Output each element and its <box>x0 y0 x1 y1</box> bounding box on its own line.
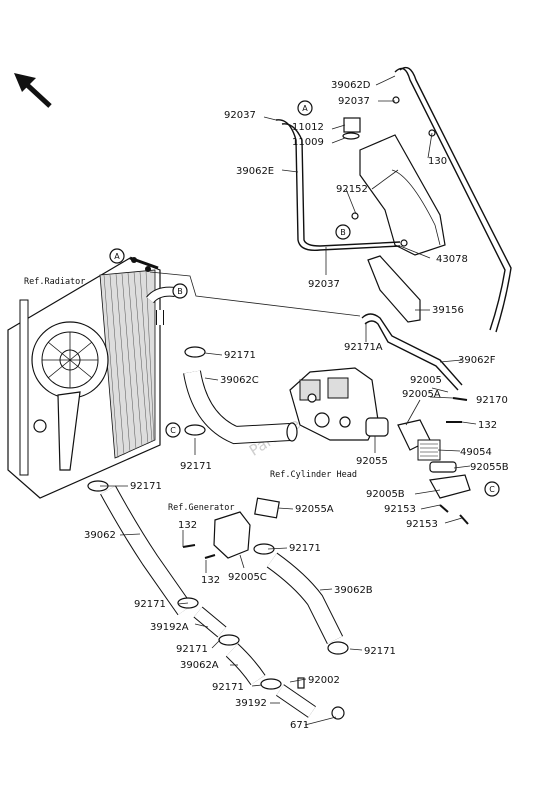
label-92037-c: 92037 <box>308 279 340 290</box>
label-49054: 49054 <box>460 447 492 458</box>
ref-generator-label: Ref.Generator <box>168 503 235 513</box>
label-671: 671 <box>290 720 309 731</box>
label-39156: 39156 <box>432 305 464 316</box>
label-43078: 43078 <box>436 254 468 265</box>
label-92171-a: 92171 <box>224 350 256 361</box>
label-130: 130 <box>428 156 447 167</box>
label-39062E: 39062E <box>236 166 274 177</box>
label-39062C: 39062C <box>220 375 259 386</box>
circle-ref-a-radiator: A <box>109 248 125 264</box>
generator-fitting <box>213 511 251 559</box>
label-92005C: 92005C <box>228 572 267 583</box>
label-11009: 11009 <box>292 137 324 148</box>
label-39062D: 39062D <box>331 80 371 91</box>
label-132-b: 132 <box>178 520 197 531</box>
circle-ref-c-left: C <box>165 422 181 438</box>
radiator <box>7 256 161 499</box>
svg-text:A: A <box>114 252 120 261</box>
label-92171-c: 92171 <box>130 481 162 492</box>
bracket <box>367 255 421 323</box>
part-labels: 39062D 92037 92037 11012 11009 130 39062… <box>84 80 509 731</box>
gasket <box>365 417 389 437</box>
label-92171-d: 92171 <box>289 543 321 554</box>
ref-radiator-label: Ref.Radiator <box>24 277 85 287</box>
label-92171-h: 92171 <box>212 682 244 693</box>
svg-text:B: B <box>340 228 346 237</box>
label-92171-f: 92171 <box>176 644 208 655</box>
ref-labels: Ref.Radiator Ref.Cylinder Head Ref.Gener… <box>24 277 357 513</box>
label-92037-b: 92037 <box>338 96 370 107</box>
label-92055A: 92055A <box>295 504 334 515</box>
circle-ref-c-right: C <box>484 481 500 497</box>
reservoir-tank <box>342 117 446 256</box>
label-92152: 92152 <box>336 184 368 195</box>
label-92171-e: 92171 <box>134 599 166 610</box>
label-11012: 11012 <box>292 122 324 133</box>
label-92171-b: 92171 <box>180 461 212 472</box>
label-39062F: 39062F <box>458 355 496 366</box>
svg-text:B: B <box>177 287 183 296</box>
label-132-c: 132 <box>201 575 220 586</box>
cylinder-head <box>289 367 379 441</box>
label-92037-a: 92037 <box>224 110 256 121</box>
label-92005A: 92005A <box>402 389 441 400</box>
label-92005: 92005 <box>410 375 442 386</box>
ref-cylinder-head-label: Ref.Cylinder Head <box>270 470 357 480</box>
svg-text:A: A <box>302 104 308 113</box>
svg-text:C: C <box>170 426 176 435</box>
label-39062B: 39062B <box>334 585 373 596</box>
circle-ref-b-radiator: B <box>172 283 188 299</box>
label-132-a: 132 <box>478 420 497 431</box>
label-39192A: 39192A <box>150 622 189 633</box>
label-92153-a: 92153 <box>384 504 416 515</box>
svg-text:C: C <box>489 485 495 494</box>
label-39062: 39062 <box>84 530 116 541</box>
label-39062A: 39062A <box>180 660 219 671</box>
label-92170: 92170 <box>476 395 508 406</box>
cap-icon <box>343 117 361 133</box>
bolts <box>182 96 469 559</box>
label-92153-b: 92153 <box>406 519 438 530</box>
direction-arrow-icon <box>14 73 52 108</box>
leader-lines <box>100 75 477 726</box>
thermostat-cover <box>429 474 471 499</box>
circle-ref-a-top: A <box>297 100 313 116</box>
label-92055: 92055 <box>356 456 388 467</box>
circle-ref-b-tank: B <box>335 224 351 240</box>
label-92171A: 92171A <box>344 342 383 353</box>
label-92005B: 92005B <box>366 489 405 500</box>
label-39192: 39192 <box>235 698 267 709</box>
label-92002: 92002 <box>308 675 340 686</box>
label-92055B: 92055B <box>470 462 509 473</box>
label-92171-g: 92171 <box>364 646 396 657</box>
thermostat <box>417 439 441 461</box>
